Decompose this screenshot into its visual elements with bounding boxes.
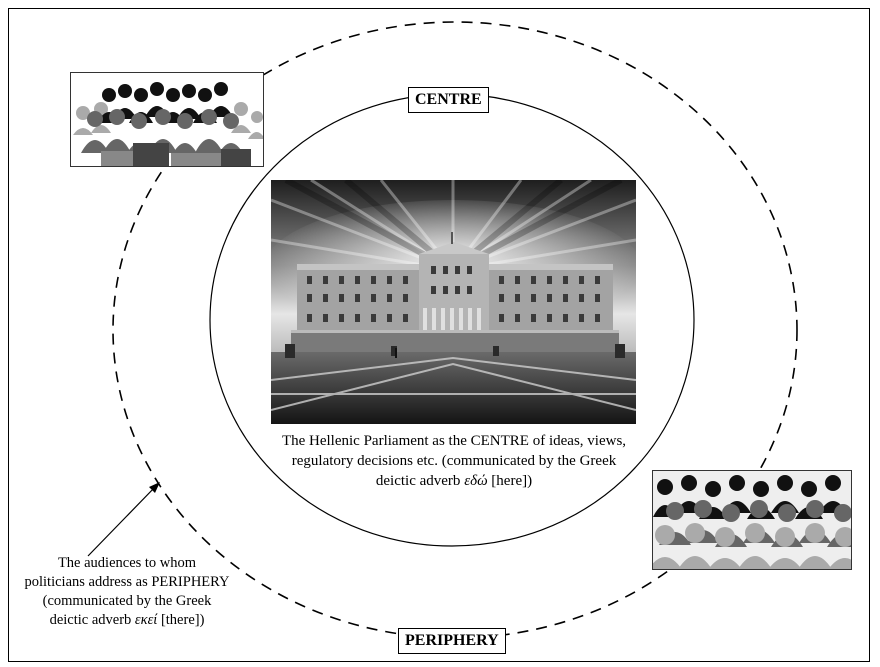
centre-caption: The Hellenic Parliament as the CENTRE of…	[268, 431, 640, 491]
greek-word-there: εκεί	[134, 612, 158, 628]
audience-crowd-image-top	[70, 72, 264, 167]
parliament-photo	[271, 180, 636, 424]
caption-text: politicians address as	[24, 574, 148, 590]
centre-caption-line-3: deictic adverb εδώ [here])	[268, 471, 640, 491]
periphery-caption-line-4: deictic adverb εκεί [there])	[22, 611, 232, 630]
periphery-arrow	[87, 485, 157, 557]
caption-text: of ideas, views,	[532, 433, 627, 449]
caption-text: [here])	[491, 473, 533, 489]
caption-text: deictic adverb	[375, 473, 461, 489]
greek-word-here: εδώ	[464, 473, 488, 489]
caption-text: deictic adverb	[49, 612, 132, 628]
figure-frame	[8, 8, 870, 662]
periphery-caption-line-1: The audiences to whom	[57, 555, 197, 571]
caption-text: The Hellenic Parliament as the	[281, 433, 467, 449]
centre-label: CENTRE	[408, 87, 489, 113]
periphery-label: PERIPHERY	[398, 628, 506, 654]
audience-crowd-image-bottom	[652, 470, 852, 570]
periphery-caption-line-2: politicians address as PERIPHERY	[22, 573, 232, 592]
periphery-caption-line-3: (communicated by the Greek	[42, 593, 212, 609]
centre-caption-line-2: regulatory decisions etc. (communicated …	[291, 453, 617, 469]
periphery-circle	[112, 21, 798, 639]
centre-caption-line-1: The Hellenic Parliament as the CENTRE of…	[268, 431, 640, 451]
caption-text: [there])	[160, 612, 205, 628]
periphery-caption: The audiences to whom politicians addres…	[22, 554, 232, 630]
centre-keyword: CENTRE	[470, 433, 529, 449]
periphery-arrowhead	[149, 482, 160, 493]
periphery-keyword: PERIPHERY	[151, 574, 230, 590]
